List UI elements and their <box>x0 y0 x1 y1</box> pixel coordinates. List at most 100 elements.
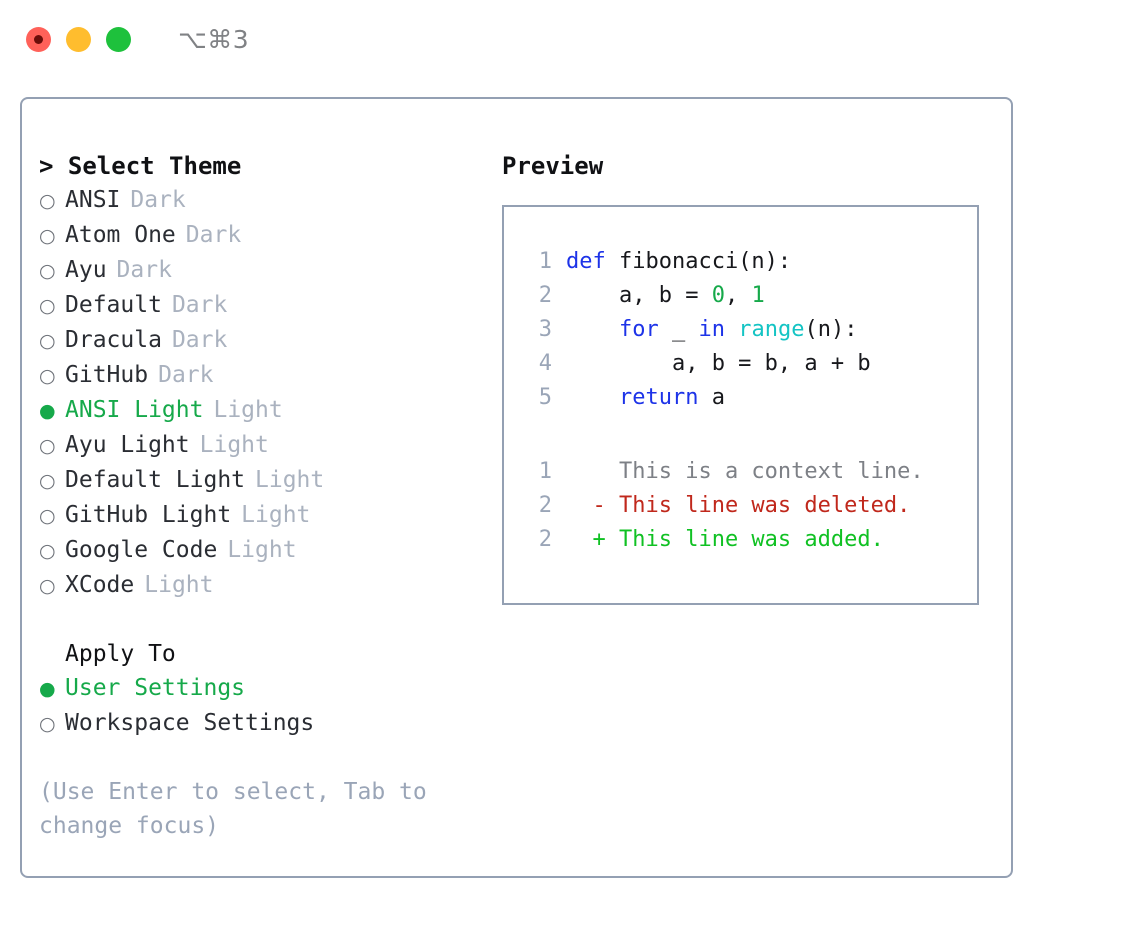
radio-unselected-icon: ○ <box>39 505 56 527</box>
radio-unselected-icon: ○ <box>39 225 56 247</box>
maximize-button[interactable] <box>106 26 131 52</box>
hint-spacer <box>39 741 489 775</box>
diff-text: + This line was added. <box>566 527 884 552</box>
apply-to-option-name: User Settings <box>65 675 246 701</box>
theme-option-name: Dracula <box>65 327 162 353</box>
radio-selected-icon: ● <box>39 400 56 422</box>
keyboard-hint-text: (Use Enter to select, Tab to change focu… <box>39 779 427 839</box>
theme-option-name: Ayu <box>65 257 107 283</box>
line-number: 3 <box>538 317 552 342</box>
code-token-kw: in <box>698 317 725 342</box>
code-token-fn: range <box>738 317 805 342</box>
theme-option-dracula[interactable]: ○ Dracula Dark <box>39 323 489 358</box>
line-number: 1 <box>538 459 552 484</box>
code-line: 4 a, b = b, a + b <box>520 347 977 381</box>
apply-to-label: Apply To <box>65 641 176 667</box>
theme-option-atom-one[interactable]: ○ Atom One Dark <box>39 218 489 253</box>
theme-option-variant: Light <box>199 432 269 458</box>
code-token-kw: def <box>566 249 619 274</box>
code-line: 3 for _ in range(n): <box>520 313 977 347</box>
radio-unselected-icon: ○ <box>39 295 56 317</box>
theme-option-google-code[interactable]: ○ Google Code Light <box>39 533 489 568</box>
code-token-id: a <box>698 385 725 410</box>
radio-unselected-icon: ○ <box>39 713 56 735</box>
theme-option-variant: Dark <box>171 327 228 353</box>
theme-option-name: Google Code <box>65 537 218 563</box>
code-token-id: a, b = b, a + b <box>566 351 871 376</box>
theme-option-variant: Light <box>255 467 325 493</box>
diff-text: - This line was deleted. <box>566 493 911 518</box>
diff-line-add: 2 + This line was added. <box>520 523 977 557</box>
minimize-button[interactable] <box>66 26 91 52</box>
diff-line-ctx: 1 This is a context line. <box>520 455 977 489</box>
theme-option-name: XCode <box>65 572 135 598</box>
theme-option-github[interactable]: ○ GitHub Dark <box>39 358 489 393</box>
radio-unselected-icon: ○ <box>39 330 56 352</box>
code-token-num: 0 <box>711 283 725 308</box>
theme-option-variant: Light <box>144 572 214 598</box>
theme-option-default[interactable]: ○ Default Dark <box>39 288 489 323</box>
apply-to-list[interactable]: ●User Settings ○ Workspace Settings <box>39 671 489 741</box>
theme-option-xcode[interactable]: ○ XCode Light <box>39 568 489 603</box>
radio-unselected-icon: ○ <box>39 260 56 282</box>
line-number: 5 <box>538 385 552 410</box>
code-text: a, b = b, a + b <box>566 347 871 381</box>
code-token-kw: return <box>618 385 699 410</box>
title-bar: ⌥⌘3 <box>0 0 1140 78</box>
code-token-kw: for <box>618 317 659 342</box>
theme-option-variant: Dark <box>130 187 186 213</box>
radio-unselected-icon: ○ <box>39 470 56 492</box>
code-token-id: fibonacci(n): <box>618 249 792 274</box>
code-token-num: 1 <box>751 283 765 308</box>
theme-option-variant: Dark <box>158 362 214 388</box>
code-text: def fibonacci(n): <box>566 245 791 279</box>
code-token-id <box>725 317 738 342</box>
code-token-id <box>566 385 619 410</box>
code-text: for _ in range(n): <box>566 313 857 347</box>
radio-unselected-icon: ○ <box>39 540 56 562</box>
diff-sample: 1 This is a context line.2 - This line w… <box>520 455 977 557</box>
theme-option-variant: Dark <box>185 222 242 248</box>
apply-to-option-user-settings[interactable]: ●User Settings <box>39 671 489 706</box>
radio-unselected-icon: ○ <box>39 365 56 387</box>
diff-text: This is a context line. <box>566 459 924 484</box>
apply-to-option-name: Workspace Settings <box>65 710 315 736</box>
theme-option-name: ANSI Light <box>65 397 204 423</box>
code-line: 5 return a <box>520 381 977 415</box>
theme-option-ayu[interactable]: ○ Ayu Dark <box>39 253 489 288</box>
diff-line-del: 2 - This line was deleted. <box>520 489 977 523</box>
close-button[interactable] <box>26 26 51 52</box>
code-token-id: a, b = <box>566 283 712 308</box>
theme-option-variant: Light <box>227 537 297 563</box>
preview-gap <box>520 415 977 455</box>
code-token-id: _ <box>658 317 699 342</box>
radio-unselected-icon: ○ <box>39 575 56 597</box>
theme-option-name: Default <box>65 292 162 318</box>
line-number: 2 <box>538 493 552 518</box>
theme-option-variant: Light <box>241 502 311 528</box>
list-spacer <box>39 603 489 637</box>
code-text: a, b = 0, 1 <box>566 279 765 313</box>
theme-option-variant: Dark <box>116 257 172 283</box>
preview-heading: Preview <box>502 152 604 180</box>
apply-to-option-workspace-settings[interactable]: ○ Workspace Settings <box>39 706 489 741</box>
code-line: 2 a, b = 0, 1 <box>520 279 977 313</box>
theme-option-name: Atom One <box>65 222 176 248</box>
theme-option-name: GitHub Light <box>65 502 232 528</box>
radio-unselected-icon: ○ <box>39 435 56 457</box>
theme-option-name: GitHub <box>65 362 149 388</box>
window-controls <box>26 26 131 52</box>
theme-option-name: ANSI <box>65 187 121 213</box>
theme-option-variant: Dark <box>171 292 228 318</box>
theme-option-github-light[interactable]: ○ GitHub Light Light <box>39 498 489 533</box>
keyboard-shortcut-label: ⌥⌘3 <box>178 24 250 54</box>
code-token-id: , <box>724 283 752 308</box>
